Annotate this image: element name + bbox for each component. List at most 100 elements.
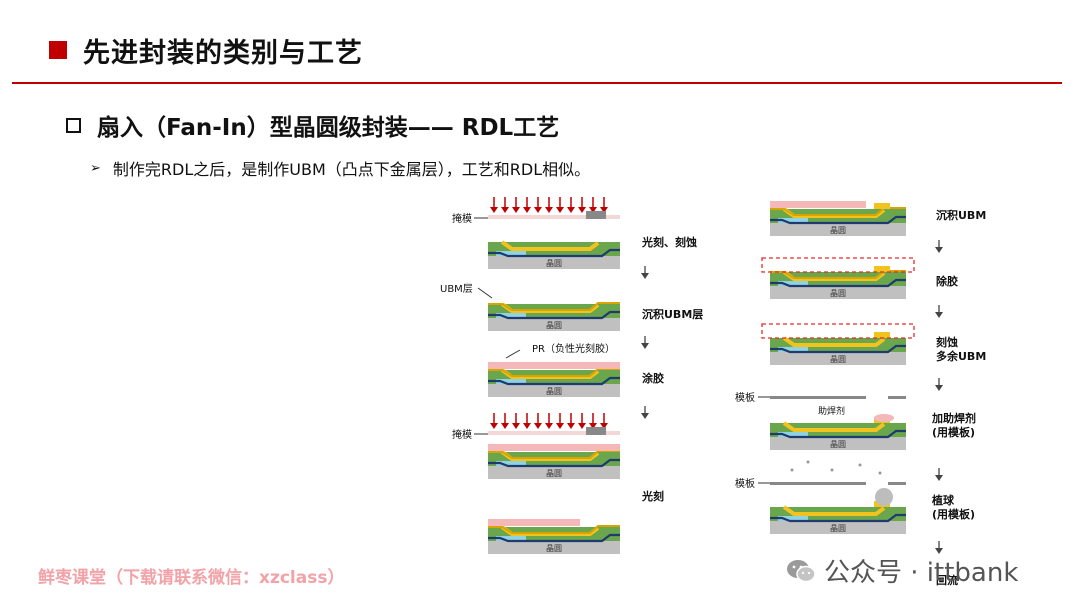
solder-particle [790, 468, 794, 472]
wafer-label: 晶圆 [830, 440, 846, 449]
solder-particle [830, 468, 834, 472]
bond-pad [778, 218, 808, 223]
bond-pad [778, 516, 808, 521]
uv-arrowhead [567, 207, 575, 213]
wafer-stack: 晶圆 [770, 488, 906, 534]
stencil-plate-1b [888, 396, 906, 399]
wafer-layer [770, 521, 906, 534]
uv-arrowhead [578, 207, 586, 213]
rdl-trace [770, 513, 906, 523]
uv-arrowhead [578, 423, 586, 429]
wafer-layer [770, 286, 906, 299]
step-label-left-3: 涂胶 [642, 371, 664, 385]
step-label-right-3: 多余UBM [936, 349, 986, 363]
stencil-label-2: 模板 [735, 477, 755, 490]
uv-arrowhead [600, 423, 608, 429]
bullet-text: 制作完RDL之后，是制作UBM（凸点下金属层），工艺和RDL相似。 [112, 160, 591, 179]
rdl-trace [488, 376, 620, 386]
bond-pad [496, 313, 526, 318]
flow-arrow-head [641, 343, 649, 349]
mask-exposure-1 [488, 197, 620, 219]
step-label-right-4: (用模板) [932, 425, 975, 439]
flow-arrow [935, 378, 943, 391]
ubm-layer-label-leader [477, 287, 493, 299]
flow-arrow-head [935, 385, 943, 391]
wafer-stack: 晶圆 [761, 323, 915, 365]
wafer-stack: 晶圆 [488, 240, 620, 269]
uv-arrowhead [512, 423, 520, 429]
step-label-right-1: 沉积UBM [936, 208, 986, 222]
step-label-right-4: 加助焊剂 [931, 411, 976, 425]
wafer-stack: 晶圆 [770, 414, 906, 450]
wafer-stack: 晶圆 [770, 201, 906, 236]
rdl-trace [770, 215, 906, 225]
rdl-trace [770, 344, 906, 354]
step-label-right-3: 刻蚀 [936, 335, 958, 349]
bond-pad [496, 461, 526, 466]
wafer-layer [770, 437, 906, 450]
step-label-left-1: 光刻、刻蚀 [641, 235, 697, 249]
wafer-layer [488, 541, 620, 554]
bond-pad [778, 347, 808, 352]
page-title-bar: 先进封装的类别与工艺 [49, 28, 363, 72]
wafer-stack: 晶圆 [488, 362, 620, 397]
rdl-trace [488, 248, 620, 258]
wafer-label: 晶圆 [546, 259, 562, 268]
wafer-layer [488, 466, 620, 479]
rdl-trace [488, 310, 620, 320]
mask-block [586, 427, 606, 435]
wafer-label: 晶圆 [830, 355, 846, 364]
bond-pad [496, 536, 526, 541]
flow-arrow [641, 266, 649, 279]
flow-arrow-head [935, 475, 943, 481]
title-divider [12, 82, 1062, 84]
wafer-stack: 晶圆 [488, 519, 620, 554]
uv-arrowhead [490, 207, 498, 213]
uv-arrowhead [501, 207, 509, 213]
stencil-plate-2 [770, 482, 866, 485]
solder-particle [806, 460, 810, 464]
mask-plate [488, 215, 620, 219]
pr-label: PR（负性光刻胶） [532, 342, 615, 355]
arrow-bullet-icon: ➢ [90, 160, 101, 176]
solder-particle [858, 463, 862, 467]
flux-blob [874, 414, 894, 422]
metal-layer [500, 240, 600, 251]
uv-arrowhead [523, 207, 531, 213]
ubm-pad [874, 203, 890, 209]
rdl-trace [488, 533, 620, 543]
metal-layer [782, 336, 886, 347]
wafer-label: 晶圆 [830, 226, 846, 235]
hollow-square-icon [66, 117, 81, 133]
uv-arrowhead [556, 207, 564, 213]
flow-arrow-head [935, 247, 943, 253]
stencil-label-1: 模板 [735, 391, 755, 404]
uv-arrowhead [589, 207, 597, 213]
dashed-region [761, 323, 915, 339]
dashed-region [761, 257, 915, 273]
photoresist-layer [488, 362, 620, 369]
stencil-plate-1 [770, 396, 866, 399]
pr-label-leader [505, 349, 521, 359]
flow-arrow [935, 305, 943, 318]
uv-arrowhead [545, 207, 553, 213]
step-label-right-6: 回流 [936, 573, 958, 587]
wafer-label: 晶圆 [830, 289, 846, 298]
metal-layer [782, 421, 886, 432]
flow-arrow-head [641, 413, 649, 419]
flow-arrow [641, 406, 649, 419]
wafer-layer [488, 318, 620, 331]
section-title: 扇入（Fan-In）型晶圆级封装—— RDL工艺 [97, 115, 560, 141]
patterned-photoresist [488, 519, 580, 526]
ubm-pad [874, 266, 890, 272]
section-heading: 扇入（Fan-In）型晶圆级封装—— RDL工艺 [66, 108, 559, 142]
wafer-stack: 晶圆 [488, 444, 620, 479]
bullet-point: ➢ 制作完RDL之后，是制作UBM（凸点下金属层），工艺和RDL相似。 [90, 156, 590, 180]
uv-arrowhead [501, 423, 509, 429]
wafer-layer [488, 256, 620, 269]
ubm-layer-label: UBM层 [440, 283, 473, 295]
wafer-label: 晶圆 [546, 544, 562, 553]
photoresist-layer [488, 444, 620, 451]
ubm-layer [488, 302, 620, 311]
